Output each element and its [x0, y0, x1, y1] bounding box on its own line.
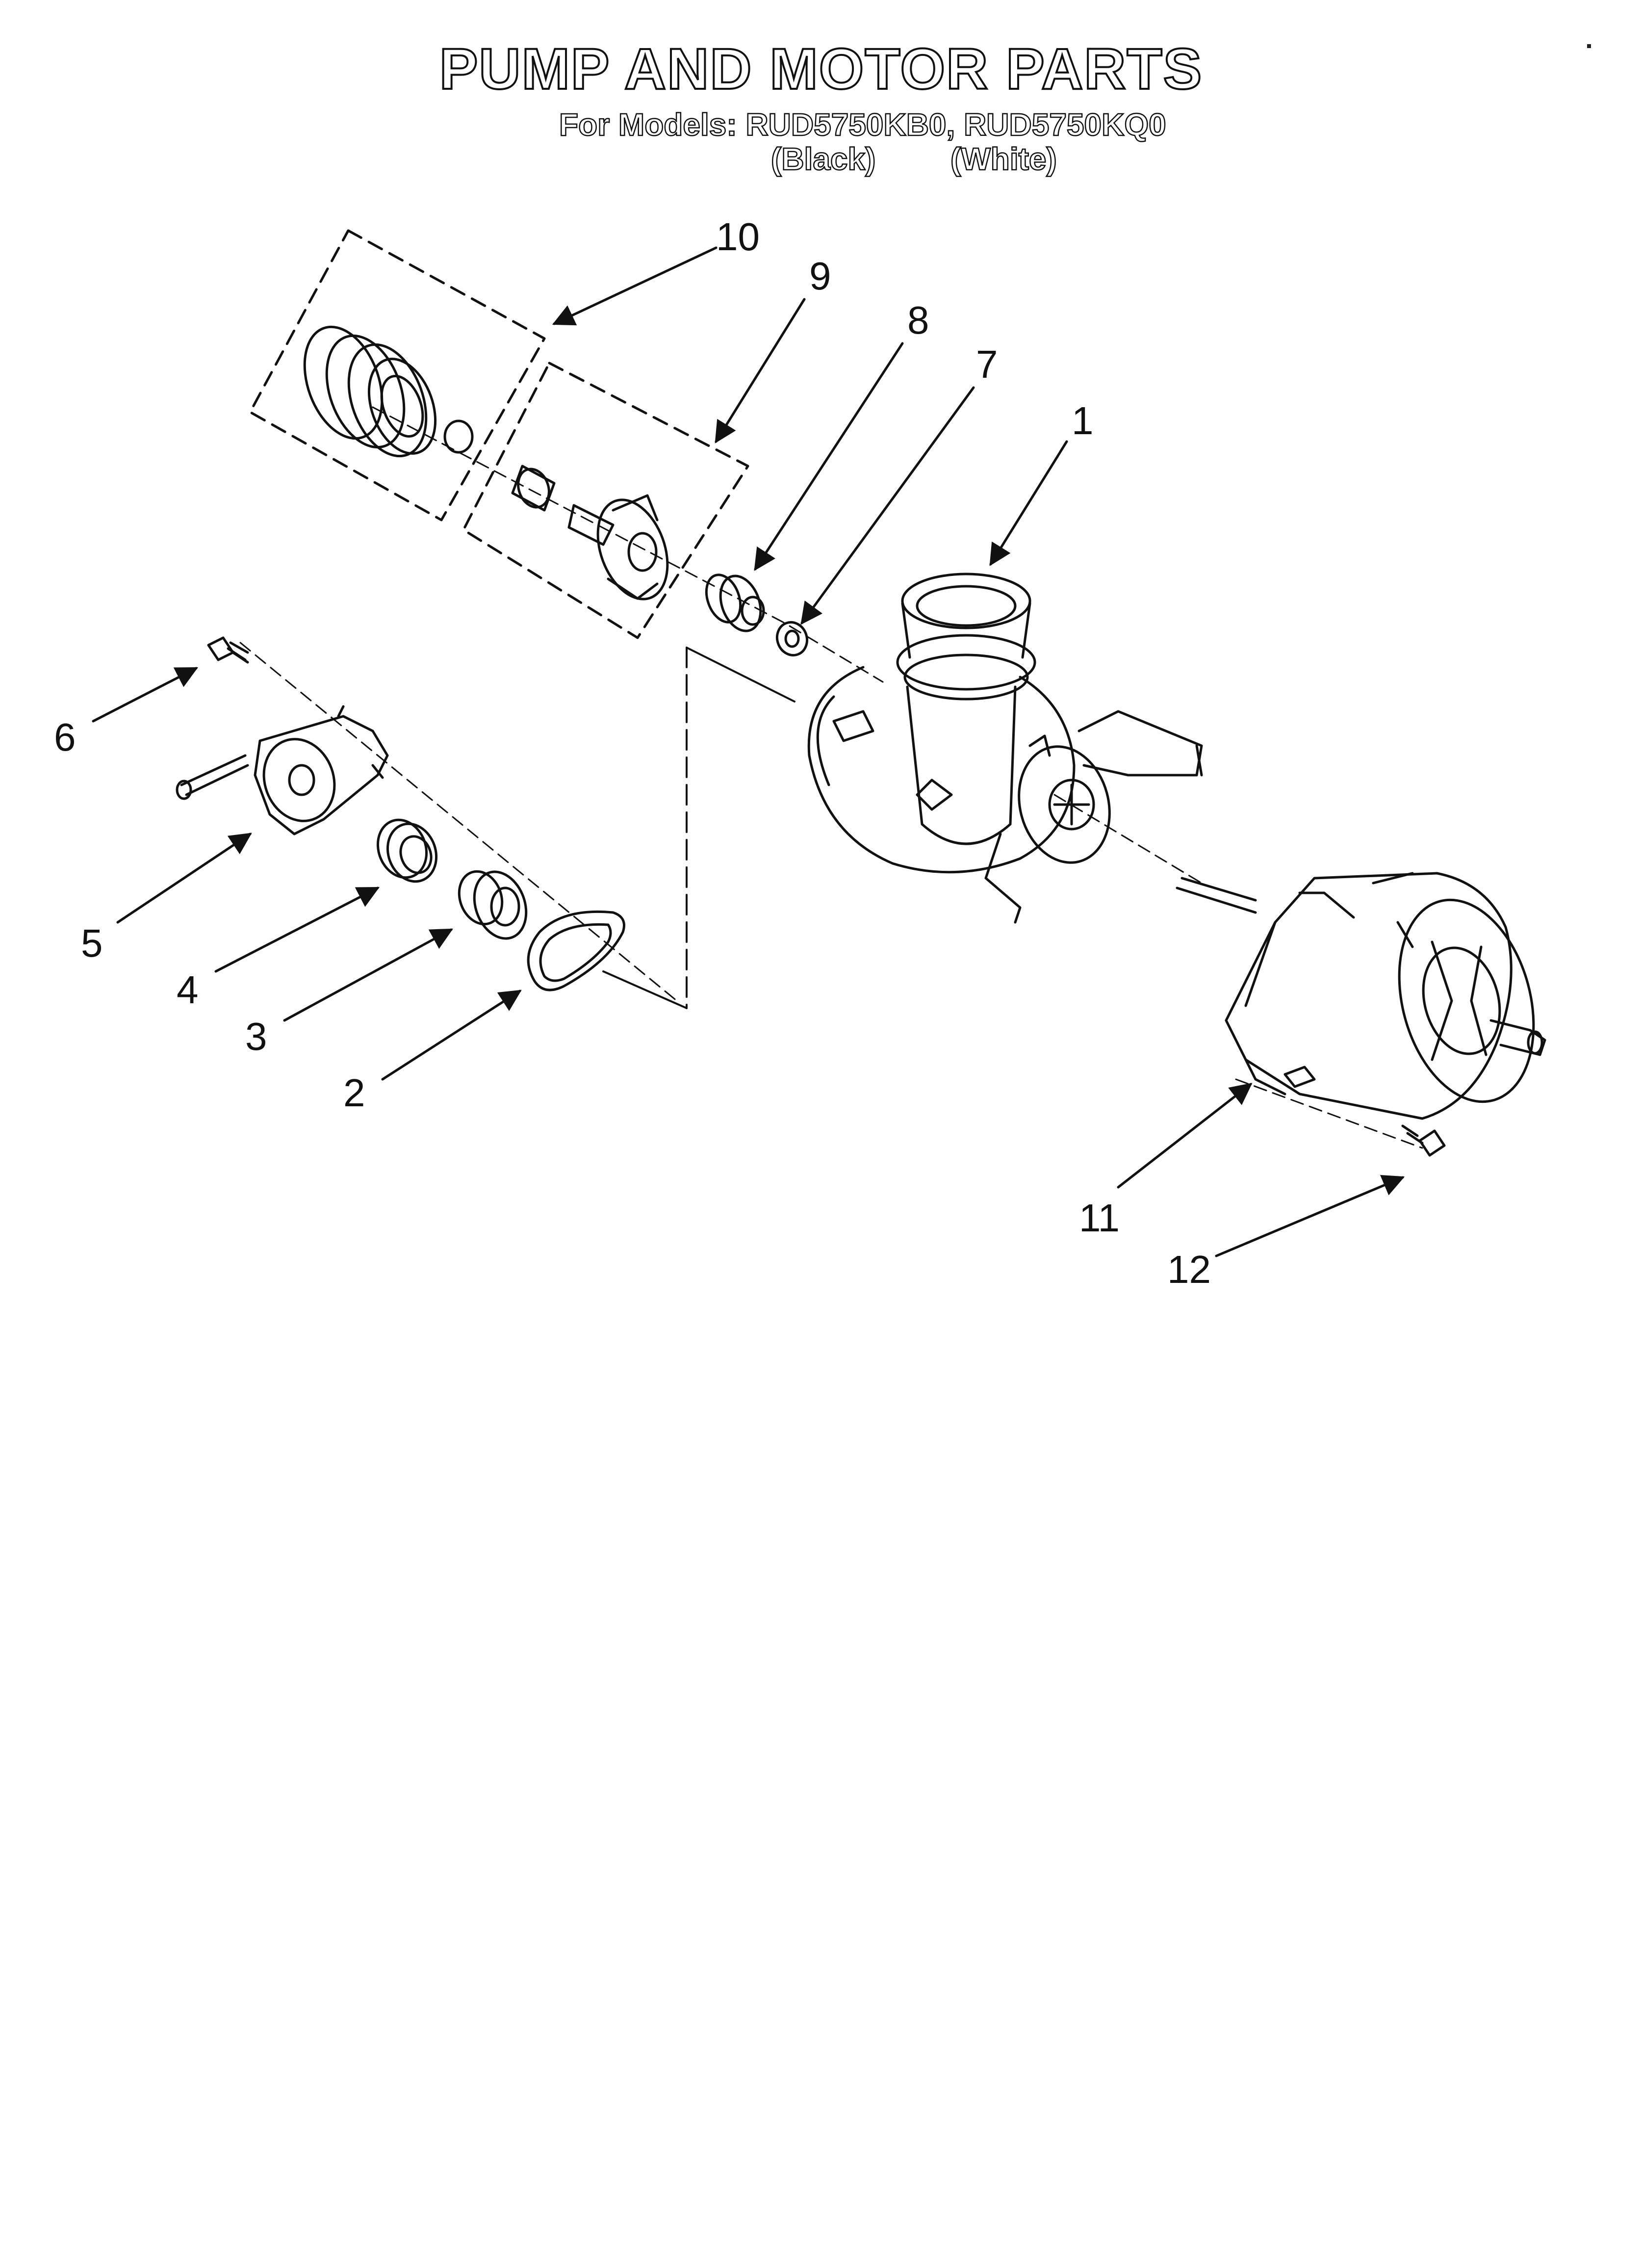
connector-line-top — [686, 647, 795, 703]
callout-4: 4 — [177, 968, 199, 1012]
part-6-screw — [207, 636, 249, 664]
leader-3 — [283, 928, 453, 1022]
callout-11: 11 — [1079, 1196, 1120, 1240]
callout-6: 6 — [54, 715, 76, 759]
leader-9 — [715, 298, 806, 443]
page-title: PUMP AND MOTOR PARTS — [438, 37, 1203, 102]
leader-10 — [552, 246, 718, 326]
callout-12: 12 — [1167, 1248, 1211, 1291]
callout-1: 1 — [1072, 399, 1094, 443]
leader-8 — [754, 342, 904, 571]
color-label-white: (White) — [950, 141, 1057, 177]
leader-12 — [1215, 1174, 1405, 1257]
callout-5: 5 — [81, 921, 103, 965]
part-4-seal-ring — [376, 818, 438, 883]
models-line: For Models: RUD5750KB0, RUD5750KQ0 — [559, 107, 1167, 142]
part-3-seal-boot — [458, 870, 528, 940]
leader-5 — [116, 833, 252, 924]
assembly-axis-upper — [372, 406, 884, 683]
assembly-axis-lower — [239, 642, 678, 1002]
assembly-axis-motor — [1053, 794, 1203, 884]
group-box-9 — [462, 362, 749, 639]
part-7-washer — [776, 621, 808, 657]
part-12-screw — [1401, 1124, 1446, 1157]
leader-11 — [1117, 1083, 1253, 1189]
leader-1 — [989, 440, 1068, 566]
part-9-impeller — [511, 465, 669, 600]
callout-9: 9 — [809, 254, 831, 298]
callout-8: 8 — [907, 298, 929, 342]
leader-2 — [381, 990, 522, 1081]
leader-7 — [800, 386, 975, 625]
assembly-axis-screw — [1235, 1078, 1423, 1149]
callout-10: 10 — [716, 215, 760, 259]
part-5-cover-plate — [176, 705, 389, 835]
callout-7: 7 — [976, 342, 998, 386]
part-2-gasket — [527, 910, 625, 991]
group-box-10 — [249, 229, 546, 521]
callout-2: 2 — [343, 1071, 365, 1115]
part-1-pump-housing — [807, 573, 1203, 924]
color-label-black: (Black) — [770, 141, 876, 177]
leader-4 — [214, 886, 380, 973]
part-8-hub — [705, 574, 765, 632]
connector-line-bottom — [602, 970, 688, 1009]
leader-6 — [92, 667, 199, 723]
corner-mark — [1587, 44, 1591, 48]
part-10-seal — [303, 325, 474, 458]
callout-3: 3 — [245, 1015, 267, 1058]
part-11-motor — [1176, 872, 1546, 1120]
